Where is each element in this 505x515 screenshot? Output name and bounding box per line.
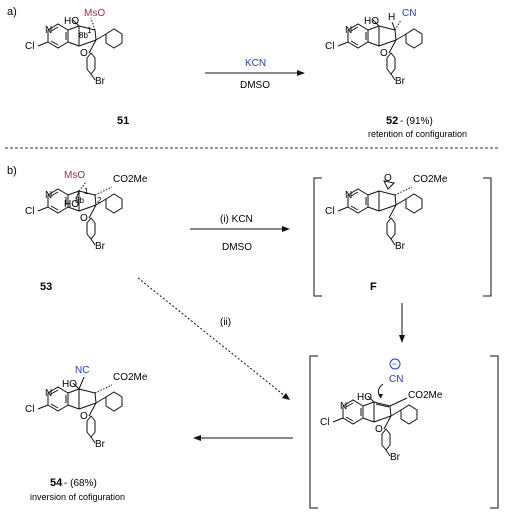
retention-note: retention of configuration bbox=[368, 129, 467, 139]
br-atom: Br bbox=[395, 241, 406, 252]
br-atom: Br bbox=[95, 439, 106, 450]
intermediate-f-label: F bbox=[370, 281, 377, 293]
molecule-53: MsO CO2Me HO 1 2 8b N O Cl Br bbox=[25, 170, 148, 252]
molecule-54: NC CO2Me HO N O Cl Br bbox=[25, 365, 148, 450]
cl-atom: Cl bbox=[25, 404, 34, 415]
cl-atom: Cl bbox=[320, 417, 329, 428]
compound-52-number: 52 bbox=[386, 115, 398, 127]
cn-group: CN bbox=[402, 8, 416, 19]
cl-atom: Cl bbox=[25, 41, 34, 52]
molecule-51: N O HO MsO 1 8b Cl Br bbox=[25, 8, 123, 87]
br-atom: Br bbox=[95, 76, 106, 87]
compound-51-number: 51 bbox=[117, 115, 129, 127]
cl-atom: Cl bbox=[25, 206, 34, 217]
h-atom: H bbox=[388, 12, 395, 23]
n-atom: N bbox=[45, 25, 52, 36]
step-ii-label: (ii) bbox=[220, 317, 231, 328]
compound-52-yield: - (91%) bbox=[400, 116, 433, 127]
compound-53-number: 53 bbox=[40, 281, 52, 293]
ho-group: HO bbox=[357, 392, 372, 403]
ho-group: HO bbox=[62, 379, 77, 390]
arrow-down bbox=[399, 303, 405, 343]
n-atom: N bbox=[345, 25, 352, 36]
position-8b: 8b bbox=[79, 31, 88, 40]
cyanide-charge: − bbox=[392, 359, 397, 369]
ester-group: CO2Me bbox=[113, 372, 148, 383]
panel-b-label: b) bbox=[7, 165, 17, 177]
molecule-52: H CN HO N O Cl Br bbox=[325, 8, 423, 87]
o-atom: O bbox=[80, 411, 88, 422]
n-atom: N bbox=[45, 190, 52, 201]
panel-a-label: a) bbox=[7, 6, 17, 18]
position-8b: 8b bbox=[75, 196, 84, 205]
ho-group: HO bbox=[64, 16, 79, 27]
br-atom: Br bbox=[390, 452, 401, 463]
bracket-intermediate-2 bbox=[309, 355, 499, 509]
inversion-note: inversion of cofiguration bbox=[30, 492, 125, 502]
bracket-f bbox=[313, 177, 492, 297]
intermediate-f: O CO2Me N Cl Br bbox=[325, 173, 448, 252]
compound-54-yield: - (68%) bbox=[64, 478, 97, 489]
cl-atom: Cl bbox=[325, 41, 334, 52]
o-atom: O bbox=[80, 213, 88, 224]
o-atom: O bbox=[80, 48, 88, 59]
position-1: 1 bbox=[84, 187, 89, 196]
o-atom: O bbox=[380, 48, 388, 59]
intermediate-alkene: − CN CO2Me HO N O Cl Br bbox=[320, 358, 443, 463]
br-atom: Br bbox=[395, 76, 406, 87]
step-i-kcn: (i) KCN bbox=[220, 214, 253, 225]
reagent-kcn-a: KCN bbox=[245, 58, 266, 69]
mso-group: MsO bbox=[64, 170, 85, 181]
position-2: 2 bbox=[97, 196, 102, 205]
ho-group: HO bbox=[364, 16, 379, 27]
ester-group: CO2Me bbox=[408, 390, 443, 401]
n-atom: N bbox=[340, 401, 347, 412]
ho-group: HO bbox=[64, 199, 79, 210]
solvent-dmso-a: DMSO bbox=[240, 80, 270, 91]
cl-atom: Cl bbox=[325, 206, 334, 217]
arrow-step-ii bbox=[137, 277, 290, 400]
arrow-to-54 bbox=[193, 435, 293, 441]
step-i-solvent: DMSO bbox=[222, 242, 252, 253]
br-atom: Br bbox=[95, 241, 106, 252]
compound-54-number: 54 bbox=[50, 477, 63, 489]
ester-group: CO2Me bbox=[413, 174, 448, 185]
arrow-step-i bbox=[190, 226, 290, 232]
o-atom: O bbox=[375, 424, 383, 435]
step-i-reagent: (i) KCN bbox=[220, 214, 253, 225]
position-1: 1 bbox=[87, 26, 92, 35]
ester-group: CO2Me bbox=[113, 174, 148, 185]
cyanide-ion: CN bbox=[389, 374, 403, 385]
mso-group: MsO bbox=[84, 8, 105, 19]
arrow-a bbox=[205, 70, 305, 76]
n-atom: N bbox=[345, 190, 352, 201]
n-atom: N bbox=[45, 388, 52, 399]
epoxide-o: O bbox=[384, 173, 392, 184]
nc-group: NC bbox=[75, 365, 89, 376]
